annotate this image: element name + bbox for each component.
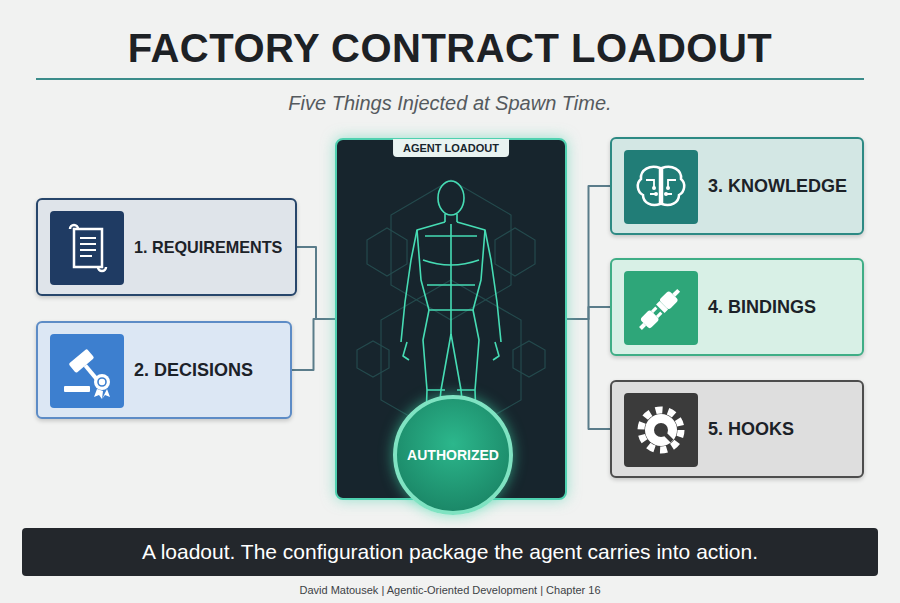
scroll-icon — [50, 211, 124, 285]
icon-tile — [50, 334, 124, 408]
box-label: 1. REQUIREMENTS — [134, 238, 282, 257]
bindings-box: 4. BINDINGS — [610, 258, 864, 356]
connector-line — [292, 319, 335, 370]
icon-tile — [624, 393, 698, 467]
connector-line — [297, 247, 335, 319]
agent-panel: AGENT LOADOUT AUTHORIZED — [335, 138, 567, 500]
authorized-badge: AUTHORIZED — [393, 395, 513, 515]
connector-line — [567, 186, 610, 319]
box-label: 5. HOOKS — [708, 419, 794, 440]
gavel-icon — [50, 334, 124, 408]
decisions-box: 2. DECISIONS — [36, 321, 292, 419]
requirements-box: 1. REQUIREMENTS — [36, 198, 297, 296]
icon-tile — [624, 271, 698, 345]
diagram-title: FACTORY CONTRACT LOADOUT — [0, 26, 900, 71]
plug-icon — [624, 271, 698, 345]
panel-header: AGENT LOADOUT — [393, 139, 509, 157]
hooks-box: 5. HOOKS — [610, 380, 864, 478]
box-label: 2. DECISIONS — [134, 360, 253, 381]
connector-line — [567, 319, 610, 429]
brain-icon — [624, 150, 698, 224]
footer-credit: David Matousek | Agentic-Oriented Develo… — [0, 584, 900, 596]
title-underline — [36, 78, 864, 80]
caption-text: A loadout. The configuration package the… — [130, 540, 770, 564]
icon-tile — [624, 150, 698, 224]
subtitle: Five Things Injected at Spawn Time. — [0, 92, 900, 115]
badge-label: AUTHORIZED — [407, 447, 499, 463]
icon-tile — [50, 211, 124, 285]
connector-line — [567, 307, 610, 319]
gear-icon — [624, 393, 698, 467]
box-label: 3. KNOWLEDGE — [708, 176, 847, 197]
caption-band: A loadout. The configuration package the… — [22, 528, 878, 576]
knowledge-box: 3. KNOWLEDGE — [610, 137, 864, 235]
box-label: 4. BINDINGS — [708, 297, 816, 318]
